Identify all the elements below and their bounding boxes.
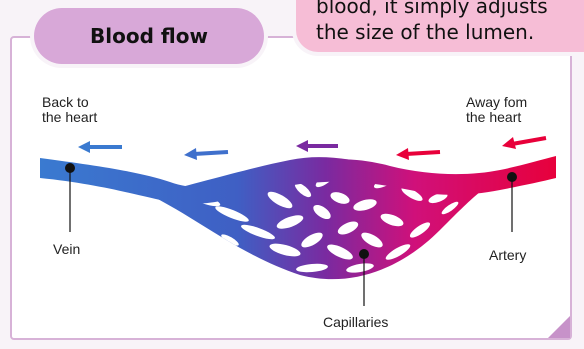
- flow-arrow-1-icon: [78, 141, 122, 153]
- back-to-heart-line-2: the heart: [42, 110, 97, 125]
- flow-arrow-5-icon: [502, 137, 546, 149]
- away-from-heart-line-1: Away fom: [466, 95, 527, 110]
- flow-arrow-4-icon: [396, 148, 440, 160]
- artery-label: Artery: [489, 248, 526, 263]
- vein-label: Vein: [53, 242, 80, 257]
- back-to-heart-label: Back to the heart: [42, 95, 97, 125]
- flow-arrow-3-icon: [296, 140, 338, 152]
- back-to-heart-line-1: Back to: [42, 95, 97, 110]
- capillaries-label: Capillaries: [323, 315, 388, 330]
- capillaries-pointer: [359, 249, 369, 306]
- flow-arrow-2-icon: [184, 148, 228, 160]
- away-from-heart-line-2: the heart: [466, 110, 527, 125]
- away-from-heart-label: Away fom the heart: [466, 95, 527, 125]
